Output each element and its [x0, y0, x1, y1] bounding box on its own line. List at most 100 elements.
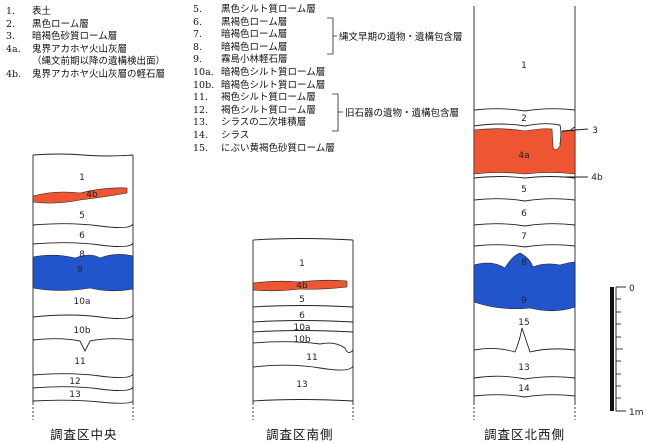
- legend-item: 5.黒色シルト質ローム層: [193, 4, 316, 15]
- legend-item: 8.暗褐色ローム層: [193, 41, 288, 53]
- legend-item: 11.褐色シルト質ローム層: [193, 92, 316, 104]
- boundary-6-8: [32, 242, 134, 248]
- layer-label: 8: [521, 258, 527, 268]
- layer-label: 13: [69, 390, 80, 400]
- boundary-15-13: [473, 327, 576, 353]
- legend-right: 5.黒色シルト質ローム層 6.黒褐色ローム層 7.暗褐色ローム層 8.暗褐色ロー…: [193, 4, 335, 155]
- layer-label: 6: [79, 231, 85, 241]
- layer-label: 10a: [294, 323, 311, 333]
- boundary-4b: [473, 176, 576, 179]
- column-northwest-labels: 1 2 3 4a 4b 5 6 7 8 9 15 13 14: [518, 61, 603, 394]
- group-label-paleolithic: 旧石器の遺物・遺構包含層: [345, 108, 460, 119]
- layer-label: 4a: [518, 151, 529, 161]
- scale-label-top: 0: [629, 284, 635, 294]
- legend-item: 14.シラス: [193, 129, 250, 141]
- layer-label: 10a: [74, 297, 91, 307]
- layer-label: 5: [299, 295, 305, 305]
- layer-label: 2: [521, 114, 527, 124]
- legend-item: 4a.鬼界アカホヤ火山灰層: [6, 43, 128, 55]
- layer-label: 12: [69, 377, 80, 387]
- column-top: [252, 238, 354, 241]
- layer-label: 4b: [591, 173, 603, 183]
- legend-item: 12.褐色シルト質ローム層: [193, 104, 316, 116]
- boundary-13-bottom: [252, 399, 354, 402]
- scale-label-bottom: 1m: [629, 408, 644, 418]
- layer-label: 3: [592, 126, 598, 136]
- legend-item: 1.表土: [6, 6, 52, 17]
- legend-item: （縄文前期以降の遺構検出面）: [32, 56, 166, 68]
- column-top: [32, 153, 134, 157]
- layer-label: 4b: [86, 190, 98, 200]
- layer-4a-red: [473, 128, 576, 175]
- boundary-5-6: [32, 223, 134, 229]
- legend-item: 10b.暗褐色シルト質ローム層: [193, 79, 326, 91]
- boundary-11-13: [252, 364, 354, 371]
- caption-south: 調査区南側: [266, 427, 334, 442]
- layer-label: 10b: [73, 326, 90, 336]
- layer-9-blue: [473, 252, 576, 312]
- layer-4b-red: [252, 279, 348, 292]
- layer-label: 15: [518, 318, 529, 328]
- boundary-6-7: [473, 223, 576, 227]
- legend-item: 9.霧島小林軽石層: [193, 54, 288, 66]
- boundary-1-2: [473, 108, 576, 112]
- legend-left: 1.表土 2.黒色ローム層 3.暗褐色砂質ローム層 4a.鬼界アカホヤ火山灰層 …: [6, 6, 165, 82]
- legend-item: 13.シラスの二次堆積層: [193, 117, 307, 129]
- boundary-10b-11: [32, 338, 134, 353]
- legend-item: 6.黒褐色ローム層: [193, 16, 288, 28]
- layer-label: 1: [299, 259, 305, 269]
- legend-item: 15.にぶい黄褐色砂質ローム層: [193, 142, 335, 154]
- layer-label: 11: [306, 353, 317, 363]
- layer-label: 6: [521, 209, 527, 219]
- layer-label: 5: [79, 211, 85, 221]
- boundary-10b-11: [252, 341, 354, 353]
- column-northwest: [473, 6, 589, 420]
- boundary-11-12: [32, 373, 134, 379]
- scale-bar-black: [610, 287, 614, 411]
- scale-bar: 0 1m: [610, 284, 644, 418]
- boundary-14-bottom: [473, 394, 576, 398]
- layer-label: 14: [518, 384, 530, 394]
- legend-item: 7.暗褐色ローム層: [193, 29, 288, 41]
- layer-9-blue: [32, 254, 134, 292]
- caption-center: 調査区中央: [50, 427, 118, 442]
- layer-label: 10b: [293, 335, 310, 345]
- layer-4b-red: [32, 187, 128, 204]
- boundary-10a-10b: [32, 314, 134, 320]
- column-south-labels: 1 4b 5 6 10a 10b 11 13: [293, 259, 317, 390]
- group-label-jomon: 縄文早期の遺物・遺構包含層: [339, 32, 463, 43]
- column-center-labels: 1 4b 5 6 8 9 10a 10b 11 12 13: [69, 173, 98, 400]
- boundary-13-bottom: [32, 399, 134, 404]
- layer-label: 8: [79, 250, 85, 260]
- leader-line-3: [561, 128, 589, 132]
- column-south: [252, 238, 354, 420]
- legend-brackets: [327, 17, 343, 132]
- boundary-6-10a: [252, 320, 354, 323]
- layer-label: 5: [521, 185, 527, 195]
- layer-label: 6: [299, 311, 305, 321]
- legend-item: 2.黒色ローム層: [6, 18, 89, 30]
- layer-label: 1: [521, 61, 527, 71]
- layer-label: 9: [77, 265, 83, 275]
- bracket-jomon: [327, 17, 337, 55]
- layer-label: 13: [296, 380, 307, 390]
- boundary-5-6: [252, 305, 354, 308]
- layer-label: 9: [521, 296, 527, 306]
- column-center: [32, 153, 134, 420]
- layer-label: 13: [518, 363, 529, 373]
- layer-label: 4b: [296, 281, 308, 291]
- layer-label: 1: [79, 173, 85, 183]
- layer-label: 11: [74, 357, 85, 367]
- bracket-paleo: [332, 93, 343, 132]
- boundary-7-8: [473, 244, 576, 248]
- boundary-5-6: [473, 198, 576, 202]
- caption-northwest: 調査区北西側: [484, 427, 566, 442]
- legend-item: 3.暗褐色砂質ローム層: [6, 31, 118, 43]
- boundary-12-13: [32, 386, 134, 392]
- legend-item: 4b.鬼界アカホヤ火山灰層の軽石層: [6, 68, 166, 80]
- boundary-10a-10b: [252, 330, 354, 333]
- legend-item: 10a.暗褐色シルト質ローム層: [193, 66, 326, 78]
- boundary-13-14: [473, 375, 576, 380]
- layer-label: 7: [521, 232, 527, 242]
